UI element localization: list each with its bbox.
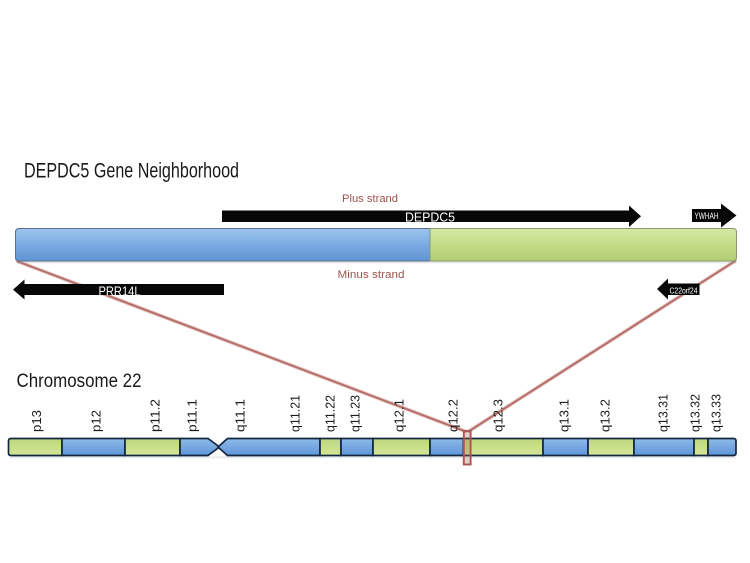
svg-text:q12.2: q12.2 [447,399,461,432]
svg-text:DEPDC5: DEPDC5 [405,210,455,225]
svg-text:q13.31: q13.31 [657,394,671,432]
svg-text:C22orf24: C22orf24 [670,286,698,296]
svg-text:q11.1: q11.1 [234,399,248,432]
svg-text:Minus strand: Minus strand [338,269,405,281]
svg-text:q13.33: q13.33 [710,394,724,432]
svg-text:q11.22: q11.22 [324,395,338,432]
svg-text:DEPDC5 Gene Neighborhood: DEPDC5 Gene Neighborhood [24,160,239,183]
svg-text:p13: p13 [30,410,44,432]
svg-text:q13.1: q13.1 [558,399,572,432]
svg-text:PRR14L: PRR14L [99,285,141,299]
svg-text:YWHAH: YWHAH [695,211,719,222]
svg-text:q12.3: q12.3 [492,399,506,432]
svg-text:q11.21: q11.21 [289,395,303,432]
svg-text:q12.1: q12.1 [393,399,407,432]
svg-text:q11.23: q11.23 [349,395,363,432]
svg-text:p12: p12 [90,410,104,432]
svg-text:Plus strand: Plus strand [342,193,398,205]
svg-text:p11.1: p11.1 [186,399,200,432]
svg-text:q13.32: q13.32 [689,394,703,432]
svg-text:Chromosome 22: Chromosome 22 [17,370,142,392]
svg-text:q13.2: q13.2 [599,399,613,432]
svg-text:p11.2: p11.2 [149,399,163,432]
